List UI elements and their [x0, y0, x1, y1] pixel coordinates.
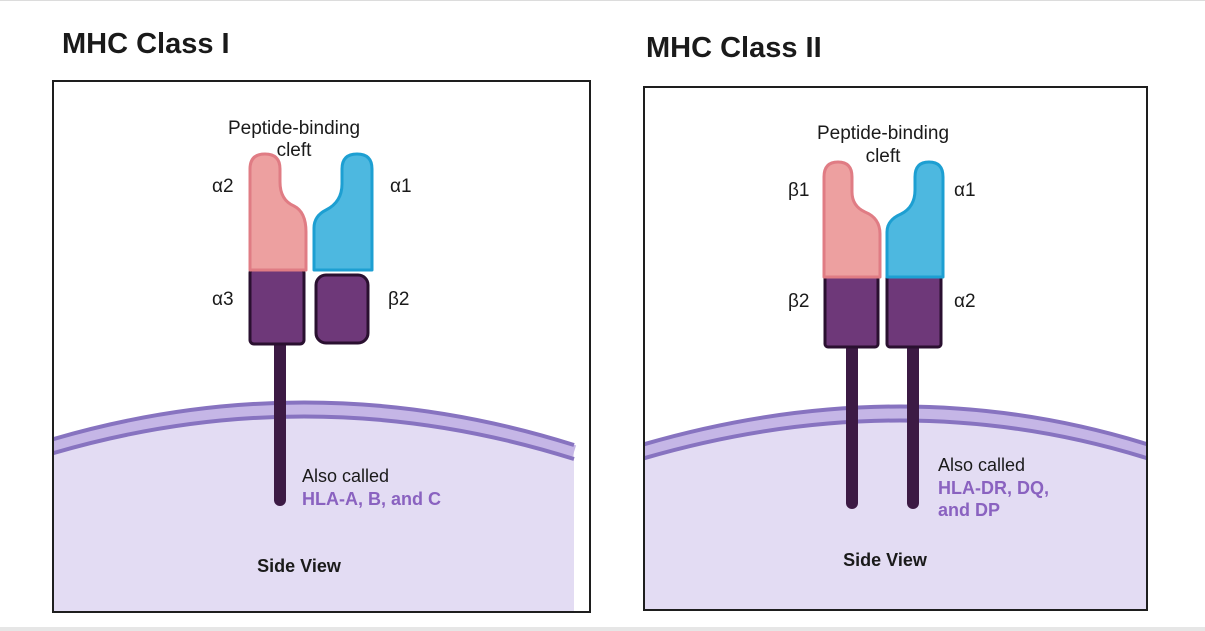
alpha2-domain: [248, 152, 308, 272]
alpha-chain-stalk: [907, 343, 919, 509]
chain-label-top-left: β1: [788, 180, 810, 201]
membrane-inner-edge: [54, 414, 575, 461]
alpha1-domain: [312, 152, 374, 272]
alpha3-domain: [248, 267, 306, 346]
bottom-divider: [0, 627, 1205, 631]
chain-label-bottom-right: α2: [954, 291, 976, 312]
also-called-label: Also called: [302, 466, 389, 486]
transmembrane-stalk: [274, 340, 286, 506]
panel-title-class-ii: MHC Class II: [646, 32, 822, 64]
cleft-label-line-2: cleft: [277, 140, 313, 161]
hla-names-line-1: HLA-DR, DQ,: [938, 478, 1049, 498]
chain-label-bottom-right: β2: [388, 289, 410, 310]
alpha1-domain: [885, 160, 945, 279]
panel-class-ii: Peptide-binding cleft β1 α1 β2 α2 Also c…: [643, 86, 1148, 611]
membrane-inner-edge: [645, 418, 1146, 461]
cleft-label-line-1: Peptide-binding: [817, 123, 949, 144]
chain-label-top-right: α1: [390, 176, 412, 197]
panel-class-i: Peptide-binding cleft α2 α1 α3 β2 Also c…: [52, 80, 591, 613]
hla-names-line-2: and DP: [938, 500, 1000, 520]
side-view-label: Side View: [843, 550, 928, 570]
cell-interior: [54, 409, 574, 611]
cleft-label-line-2: cleft: [866, 146, 902, 167]
chain-label-bottom-left: α3: [212, 289, 234, 310]
top-divider: [0, 0, 1205, 1]
cell-interior: [645, 413, 1146, 609]
mhc-class-ii-diagram: Peptide-binding cleft β1 α1 β2 α2 Also c…: [645, 123, 1146, 609]
mhc-class-i-diagram: Peptide-binding cleft α2 α1 α3 β2 Also c…: [54, 118, 577, 611]
membrane-band: [54, 402, 577, 459]
beta2-domain: [823, 273, 880, 349]
cleft-label-line-1: Peptide-binding: [228, 118, 360, 139]
chain-label-top-right: α1: [954, 180, 976, 201]
beta-chain-stalk: [846, 343, 858, 509]
also-called-label: Also called: [938, 455, 1025, 475]
beta2-domain: [314, 273, 370, 345]
alpha2-domain: [885, 273, 943, 349]
hla-names-line-1: HLA-A, B, and C: [302, 489, 441, 509]
beta1-domain: [822, 160, 882, 279]
chain-label-top-left: α2: [212, 176, 234, 197]
membrane-outer-edge: [54, 400, 575, 447]
chain-label-bottom-left: β2: [788, 291, 810, 312]
membrane-band: [645, 406, 1146, 459]
panel-title-class-i: MHC Class I: [62, 28, 230, 60]
membrane-outer-edge: [645, 404, 1146, 447]
side-view-label: Side View: [257, 556, 342, 576]
